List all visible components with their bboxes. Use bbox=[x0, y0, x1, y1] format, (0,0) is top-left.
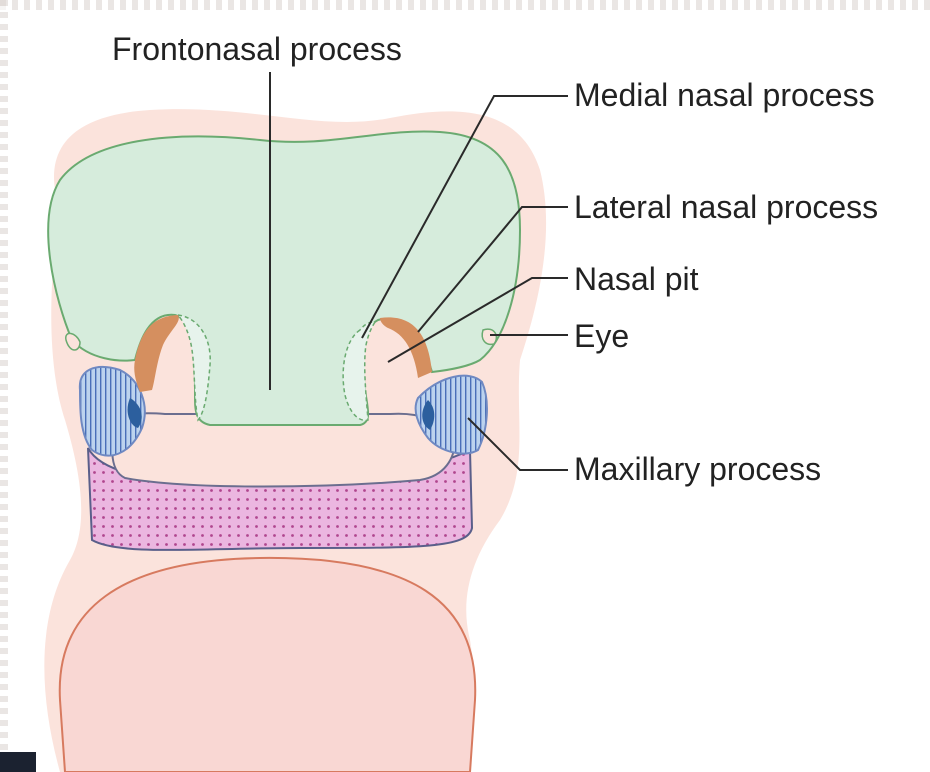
corner-mark bbox=[0, 752, 36, 772]
left-border-texture bbox=[0, 0, 8, 772]
eye-right bbox=[482, 329, 496, 344]
label-maxillary-process: Maxillary process bbox=[574, 451, 821, 487]
label-nasal-pit: Nasal pit bbox=[574, 261, 699, 297]
mandibular-arch-oval bbox=[60, 558, 476, 772]
label-lateral-nasal-process: Lateral nasal process bbox=[574, 189, 878, 225]
label-eye: Eye bbox=[574, 318, 629, 354]
label-frontonasal-process: Frontonasal process bbox=[112, 31, 402, 67]
label-medial-nasal-process: Medial nasal process bbox=[574, 77, 875, 113]
top-border-texture bbox=[0, 0, 930, 10]
